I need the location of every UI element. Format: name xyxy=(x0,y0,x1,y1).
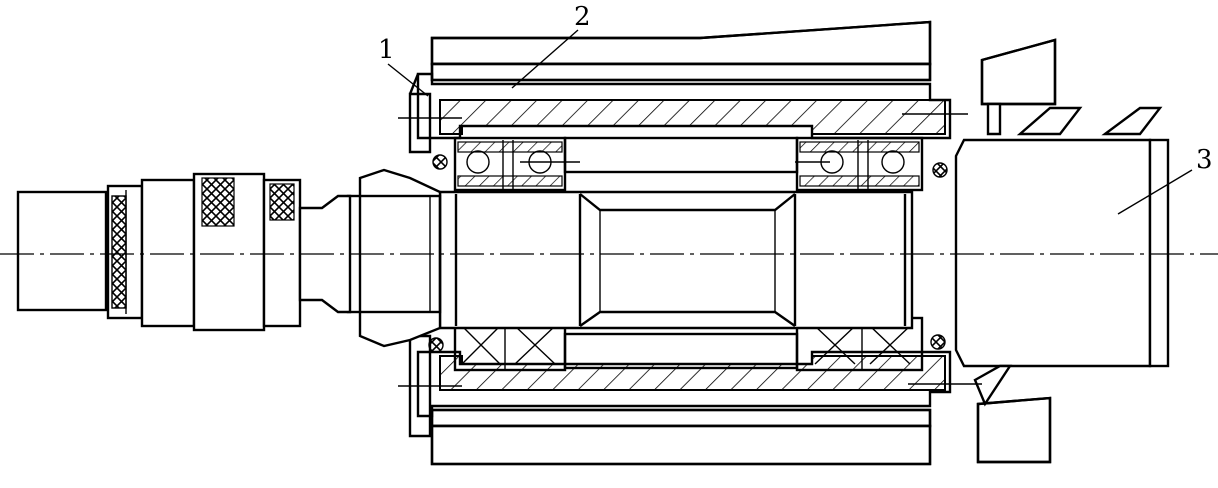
bearings-top xyxy=(453,136,924,192)
callout-label-1: 1 xyxy=(378,35,395,65)
callout-label-2: 2 xyxy=(574,2,591,32)
spindle-shaft xyxy=(438,190,914,330)
callout-1: 1 xyxy=(378,35,429,97)
callout-3: 3 xyxy=(1117,145,1213,215)
callout-label-3: 3 xyxy=(1196,145,1213,175)
drive-coupling xyxy=(16,172,352,332)
callout-2: 2 xyxy=(511,2,591,89)
housing-bottom xyxy=(430,408,932,466)
seals xyxy=(428,154,948,353)
quill-sleeve xyxy=(408,72,952,438)
locking-nut xyxy=(346,168,442,348)
fastener-centrelines xyxy=(398,113,982,387)
housing-top xyxy=(430,20,932,82)
tool-head xyxy=(954,38,1170,464)
